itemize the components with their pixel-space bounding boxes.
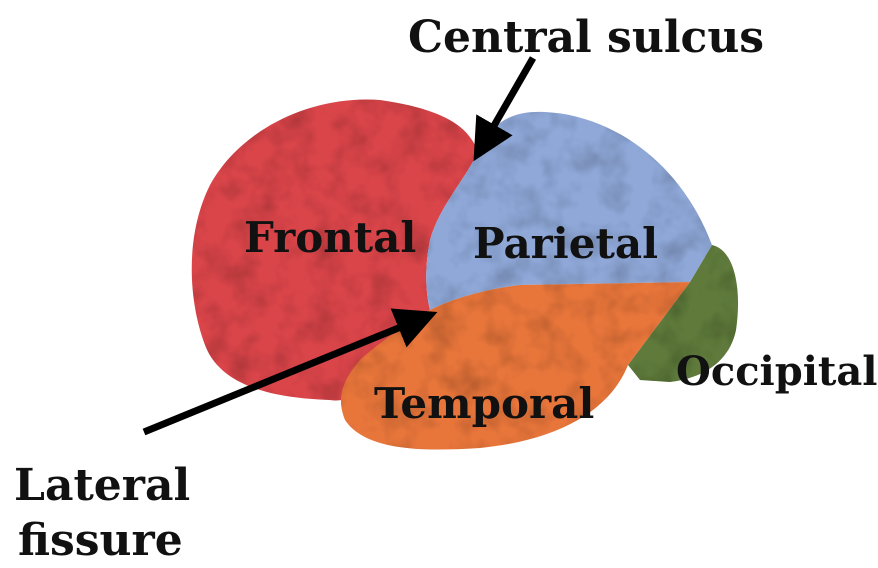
frontal-lobe bbox=[191, 99, 479, 401]
lateral-fissure-label-line2: fissure bbox=[18, 515, 183, 566]
central-sulcus-arrow bbox=[473, 56, 537, 162]
occipital-lobe bbox=[628, 245, 739, 382]
central-sulcus-label: Central sulcus bbox=[408, 12, 764, 63]
lateral-fissure-arrow bbox=[142, 308, 438, 436]
parietal-lobe bbox=[426, 111, 712, 310]
temporal-label: Temporal bbox=[374, 379, 594, 428]
parietal-label: Parietal bbox=[473, 219, 658, 268]
lateral-fissure-label-line1: Lateral bbox=[14, 460, 190, 511]
frontal-label: Frontal bbox=[244, 213, 416, 262]
occipital-label: Occipital bbox=[676, 348, 878, 395]
